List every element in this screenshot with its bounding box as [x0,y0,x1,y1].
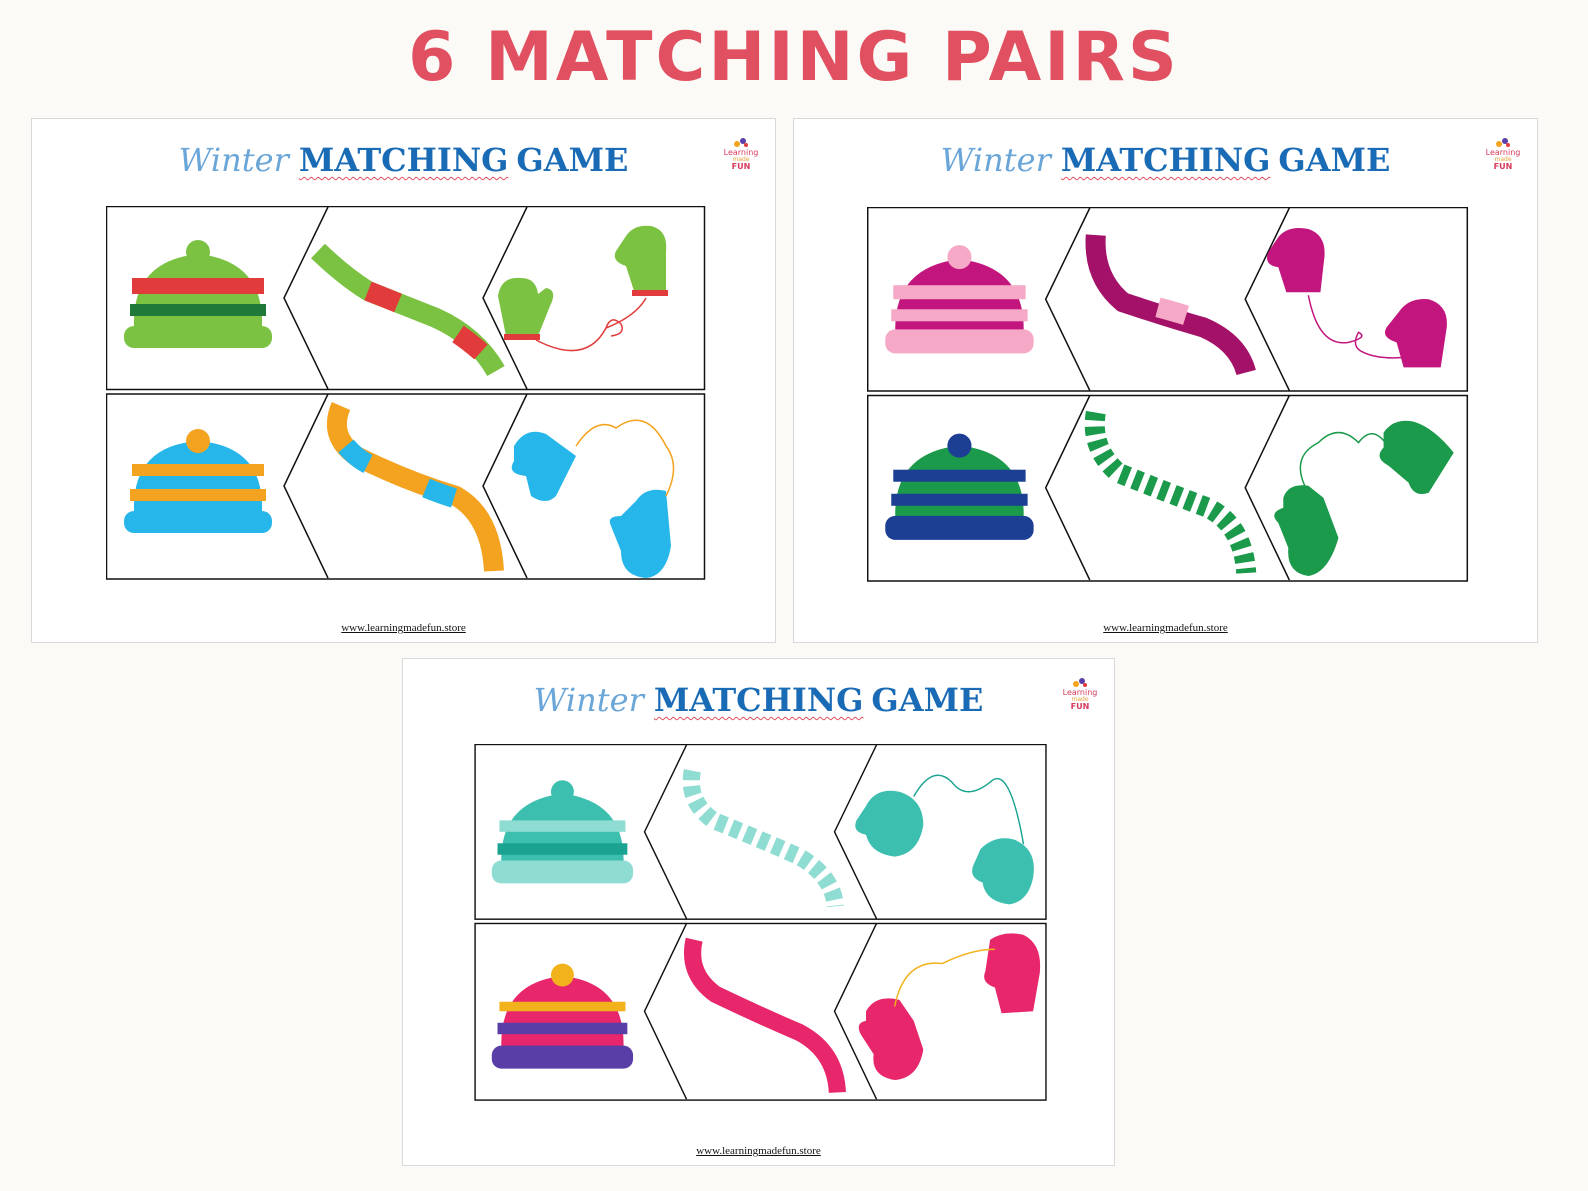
puzzle-board [106,206,706,580]
hat-piece-pink-purple[interactable] [491,963,634,1069]
puzzle-board [867,207,1469,582]
scarf-piece-green-navy[interactable] [1084,410,1257,574]
logo-text-3: FUN [731,162,751,171]
logo-text-3: FUN [1493,162,1513,171]
hat-piece-green-navy[interactable] [885,433,1034,540]
heading-bold-word-2: GAME [516,141,629,179]
puzzle-row-1 [474,744,1047,920]
sparkle-icon [734,138,748,147]
heading-bold-word-2: GAME [871,681,984,719]
scarf-piece-green-red[interactable] [311,243,505,377]
heading-bold-word: MATCHING [298,141,509,179]
mittens-piece-green-navy[interactable] [1274,420,1454,576]
hat-piece-teal[interactable] [491,780,634,884]
learning-made-fun-logo: Learning made FUN [1479,135,1527,175]
heading-bold-word: MATCHING [1060,141,1271,179]
hat-piece-green-red[interactable] [124,240,272,348]
scarf-piece-pink-magenta[interactable] [1085,234,1256,376]
logo-text-2: made [1494,156,1512,163]
heading-bold-word: MATCHING [653,681,864,719]
heading-script-word: Winter [533,681,644,719]
puzzle-row-1 [867,207,1469,392]
logo-text-1: Learning [1485,148,1521,157]
puzzle-row-2 [474,922,1047,1101]
mittens-piece-pink-purple[interactable] [858,933,1041,1081]
learning-made-fun-logo: Learning made FUN [1056,675,1104,715]
logo-text-2: made [732,156,750,163]
sparkle-icon [1073,678,1087,687]
puzzle-row-2 [106,393,706,580]
hat-piece-pink-magenta[interactable] [885,245,1034,354]
website-footer: www.learningmadefun.store [696,1145,821,1157]
hat-piece-blue-orange[interactable] [124,429,272,533]
puzzle-row-2 [867,394,1469,582]
mittens-piece-teal[interactable] [855,774,1034,905]
scarf-piece-pink-purple[interactable] [683,937,846,1094]
logo-text-1: Learning [1062,688,1098,697]
heading-script-word: Winter [940,141,1051,179]
learning-made-fun-logo: Learning made FUN [717,135,765,175]
mittens-piece-green-red[interactable] [498,225,668,352]
mittens-piece-pink-magenta[interactable] [1267,228,1447,368]
mittens-piece-blue-orange[interactable] [511,419,675,578]
heading-script-word: Winter [178,141,289,179]
puzzle-row-1 [106,206,706,391]
scarf-piece-teal[interactable] [682,769,845,908]
scarf-piece-blue-orange[interactable] [327,402,504,572]
puzzle-board [474,744,1047,1101]
page-title: 6 MATCHING PAIRS [408,18,1180,97]
logo-text-1: Learning [723,148,759,157]
sparkle-icon [1496,138,1510,147]
website-footer: www.learningmadefun.store [341,622,466,634]
logo-text-2: made [1071,696,1089,703]
logo-text-3: FUN [1070,702,1090,711]
heading-bold-word-2: GAME [1278,141,1391,179]
website-footer: www.learningmadefun.store [1103,622,1228,634]
